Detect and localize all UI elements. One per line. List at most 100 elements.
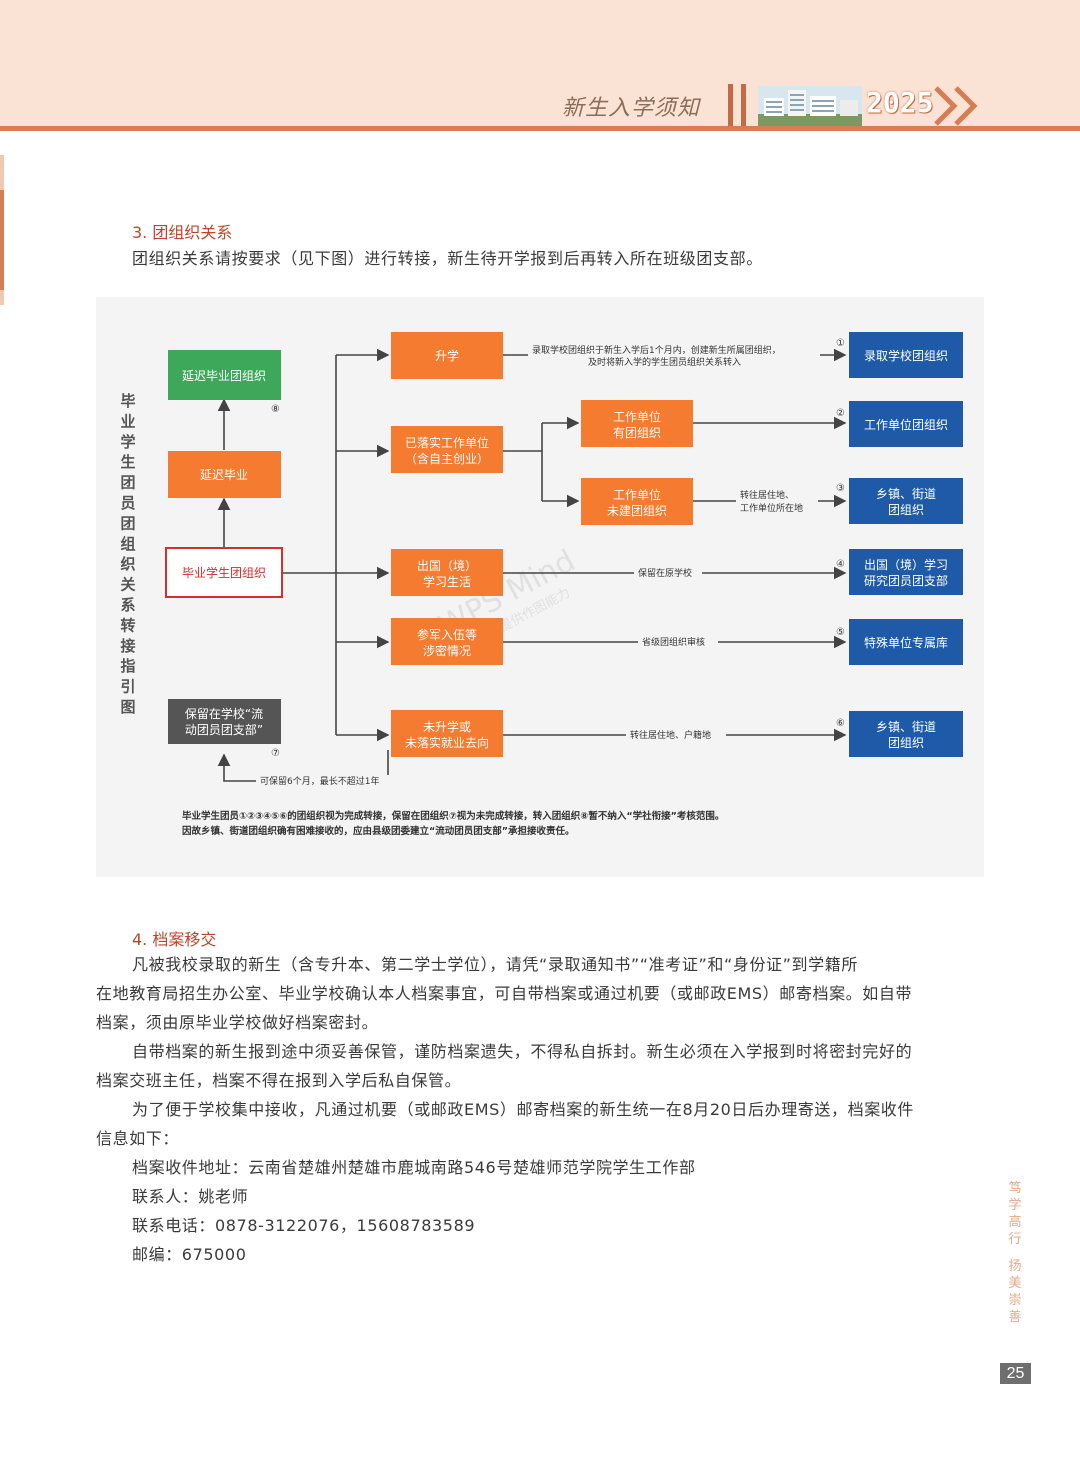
side-motto-char: 美	[1008, 1276, 1021, 1291]
branch-label: 已落实工作单位	[405, 435, 489, 450]
vertical-title-char: 员	[120, 494, 135, 512]
defer-label: 延迟毕业	[200, 468, 248, 482]
paragraph-line: 凡被我校录取的新生（含专升本、第二学士学位），请凭“录取通知书”“准考证”和“身…	[132, 955, 858, 974]
target-label: 录取学校团组织	[864, 348, 948, 363]
target-box	[849, 332, 963, 378]
edge-label: 录取学校团组织于新生入学后1个月内，创建新生所属团组织，	[532, 344, 781, 356]
circled-numbers: ① ② ③ ④ ⑤ ⑥ ⑦ ⑧	[271, 338, 845, 759]
branch-label: 参军入伍等	[417, 627, 477, 642]
side-motto-char: 笃	[1008, 1180, 1021, 1196]
header-year: 2025	[866, 86, 934, 119]
side-motto-char: 学	[1008, 1197, 1021, 1213]
archive-contact: 联系人：姚老师	[132, 1187, 249, 1206]
paragraph-line: 为了便于学校集中接收，凡通过机要（或邮政EMS）邮寄档案的新生统一在8月20日后…	[132, 1100, 915, 1119]
chevron-arrows-icon	[934, 86, 978, 126]
edge-label: 省级团组织审核	[642, 636, 705, 648]
header-bar	[741, 84, 746, 126]
branch-label: 升学	[435, 348, 459, 363]
section3-intro: 团组织关系请按要求（见下图）进行转接，新生待开学报到后再转入所在班级团支部。	[132, 249, 763, 268]
num-8: ⑧	[271, 404, 280, 415]
branch-label: 工作单位	[613, 409, 661, 424]
vertical-title-char: 关	[120, 576, 135, 594]
target-label: 乡镇、街道	[876, 720, 936, 734]
edge-label: 转往居住地、	[740, 489, 794, 501]
page-header-band	[0, 0, 1080, 128]
page-number: 25	[1000, 1363, 1031, 1384]
vertical-title-char: 业	[120, 412, 135, 430]
left-edge-accent	[0, 190, 4, 290]
branch-box	[391, 618, 503, 665]
vertical-title-char: 毕	[120, 392, 135, 410]
retain-label: 保留在学校“流	[185, 706, 263, 721]
vertical-title-char: 转	[120, 616, 135, 634]
target-label: 团组织	[888, 736, 924, 750]
defer-org-box	[168, 350, 281, 400]
paragraph-line: 自带档案的新生报到途中须妥善保管，谨防档案遗失，不得私自拆封。新生必须在入学报到…	[132, 1042, 913, 1061]
header-title: 新生入学须知	[562, 96, 701, 121]
paragraph-line: 信息如下：	[96, 1129, 180, 1148]
diagram-footnote: 毕业学生团员①②③④⑤⑥的团组织视为完成转接，保留在团组织⑦视为未完成转接，转入…	[182, 810, 724, 822]
vertical-title-char: 学	[120, 433, 135, 451]
edge-label: 及时将新入学的学生团员组织关系转入	[588, 356, 741, 368]
target-label: 团组织	[888, 503, 924, 517]
target-label: 出国（境）学习	[864, 557, 948, 572]
defer-box	[168, 451, 281, 498]
branch-box	[391, 426, 503, 473]
defer-org-label: 延迟毕业团组织	[182, 369, 266, 383]
retain-note: 可保留6个月，最长不超过1年	[260, 775, 379, 787]
target-box	[849, 619, 963, 665]
branch-label: 未升学或	[423, 719, 471, 734]
vertical-title-char: 图	[120, 698, 135, 716]
branch-label: 出国（境）	[417, 558, 477, 573]
branch-box	[391, 332, 503, 379]
edge-labels: 录取学校团组织于新生入学后1个月内，创建新生所属团组织， 及时将新入学的学生团员…	[256, 343, 820, 787]
side-motto-char: 行	[1008, 1232, 1021, 1247]
section-title-4: 4. 档案移交	[132, 930, 217, 949]
paragraph-line: 档案交班主任，档案不得在报到入学后私自保管。	[96, 1071, 462, 1090]
num-2: ②	[836, 408, 845, 419]
vertical-title-char: 团	[120, 474, 135, 492]
paragraph-line: 档案，须由原毕业学校做好档案密封。	[96, 1013, 379, 1032]
target-box	[849, 549, 963, 595]
branch-label: 学习生活	[423, 574, 471, 589]
num-3: ③	[836, 483, 845, 494]
retain-box	[168, 699, 281, 744]
header-rule	[0, 126, 1080, 131]
side-motto-char: 高	[1008, 1214, 1021, 1230]
header-bar	[728, 84, 733, 126]
num-1: ①	[836, 338, 845, 349]
branch-box	[581, 478, 693, 525]
vertical-title-char: 织	[120, 555, 135, 573]
target-label: 研究团员团支部	[864, 573, 948, 588]
num-7: ⑦	[271, 748, 280, 759]
branch-label: 涉密情况	[423, 643, 471, 658]
vertical-title-char: 引	[120, 678, 135, 696]
archive-postcode: 邮编：675000	[132, 1245, 247, 1264]
side-motto-char: 扬	[1008, 1259, 1021, 1274]
target-label: 乡镇、街道	[876, 487, 936, 501]
side-motto-char: 崇	[1008, 1293, 1021, 1308]
num-5: ⑤	[836, 627, 845, 638]
section-title-3: 3. 团组织关系	[132, 223, 233, 242]
vertical-title-char: 生	[120, 453, 135, 471]
branch-label: （含自主创业）	[405, 451, 489, 466]
source-box	[165, 547, 283, 598]
edge-label: 转往居住地、户籍地	[630, 729, 711, 741]
branch-label: 工作单位	[613, 487, 661, 502]
num-4: ④	[836, 559, 845, 570]
edge-label: 保留在原学校	[638, 567, 692, 579]
branch-box	[581, 400, 693, 447]
branch-label: 未落实就业去向	[405, 735, 489, 750]
branch-label: 有团组织	[613, 426, 661, 440]
vertical-title-char: 组	[120, 535, 135, 553]
target-label: 特殊单位专属库	[864, 635, 948, 650]
target-box	[849, 478, 963, 524]
retain-label: 动团员团支部”	[185, 722, 263, 737]
branch-box	[391, 710, 503, 757]
vertical-title-char: 接	[120, 637, 135, 655]
vertical-title-char: 指	[120, 657, 135, 675]
archive-phone: 联系电话：0878-3122076，15608783589	[132, 1216, 476, 1235]
paragraph-line: 在地教育局招生办公室、毕业学校确认本人档案事宜，可自带档案或通过机要（或邮政EM…	[96, 984, 913, 1003]
campus-building-image	[758, 86, 862, 126]
